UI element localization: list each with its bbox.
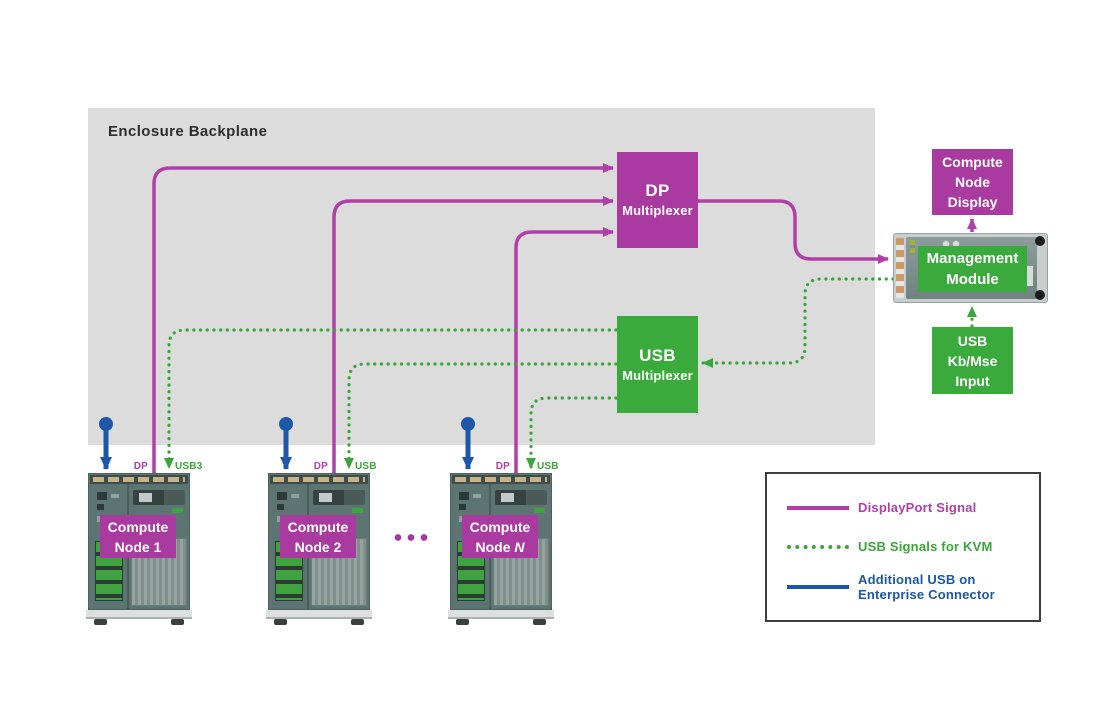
node-n-connector-row [452,475,550,484]
usb-multiplexer-subtitle: Multiplexer [622,367,693,383]
node2-usb-port-label: USB [355,461,377,472]
node2-label-line1: Compute [287,518,349,535]
kbmse-line1: USB [957,332,988,349]
management-module-connector-strip [896,238,904,298]
node-n-foot-right [533,619,546,625]
compute-node-n: DP USB Compute Node N [448,461,559,625]
node1-base-rail [86,610,192,619]
node-n-label-line1: Compute [469,518,531,535]
node-n-ssd [495,490,547,505]
management-module-label: Management Module [918,246,1027,292]
dp-line-mux-to-mgmt [698,199,889,264]
node1-foot-right [171,619,184,625]
legend-label-usb-kvm: USB Signals for KVM [858,539,993,554]
dp-multiplexer-box: DP Multiplexer [617,152,698,248]
node-n-base-rail [448,610,554,619]
kbmse-line2: Kb/Mse [947,352,998,369]
node2-foot-right [351,619,364,625]
node1-label-line2: Node 1 [114,538,162,555]
dp-line-node2 [332,196,614,473]
legend-item-usb-kvm: USB Signals for KVM [787,539,993,554]
dp-line-node1 [152,163,614,473]
usb-line-mgmt-to-mux [701,277,895,368]
management-module-line1: Management [926,250,1019,267]
usb-line-node-n [526,396,618,470]
compute-node-display-box: Compute Node Display [932,149,1013,215]
node1-connector-row [90,475,188,484]
legend-swatch-additional-usb [787,585,849,589]
node-n-foot-left [456,619,469,625]
backplane-title: Enclosure Backplane [108,123,268,140]
node1-dp-port-label: DP [133,461,148,472]
management-module-line2: Module [946,271,999,288]
usb-multiplexer-box: USB Multiplexer [617,316,698,413]
usb-multiplexer-title: USB [639,345,676,365]
legend-label-additional-usb-line2: Enterprise Connector [858,587,995,602]
usb-line-node2 [344,362,618,470]
compute-node-2: DP USB Compute Node 2 [266,461,377,625]
management-module-leds [910,240,915,254]
legend-swatch-usb-kvm [787,544,849,549]
node2-label-line2: Node 2 [294,538,342,555]
node1-foot-left [94,619,107,625]
legend-swatch-displayport [787,505,849,510]
legend-label-displayport: DisplayPort Signal [858,500,977,515]
node2-ssd [313,490,365,505]
thumbscrew-top [1035,236,1045,246]
node2-chip [352,508,363,513]
node-n-label-line2: Node N [475,538,525,555]
thumbscrew-bottom [1035,290,1045,300]
legend-item-displayport: DisplayPort Signal [787,500,976,515]
usb-line-node1 [164,328,618,470]
more-nodes-ellipsis [394,534,430,541]
node1-label: Compute Node 1 [100,515,176,558]
node1-label-line1: Compute [107,518,169,535]
display-box-line1: Compute [942,154,1003,170]
legend: DisplayPort Signal USB Signals for KVM A… [765,472,1041,622]
node1-chip [172,508,183,513]
display-box-line2: Node [955,174,990,190]
dp-line-node-n [514,227,614,473]
node2-base-rail [266,610,372,619]
node-n-chip [534,508,545,513]
dp-multiplexer-title: DP [645,181,670,200]
node2-connector-row [270,475,368,484]
management-module-ports [942,240,960,247]
node-n-dp-port-label: DP [495,461,510,472]
legend-label-additional-usb: Additional USB on Enterprise Connector [858,572,995,602]
node2-label: Compute Node 2 [280,515,356,558]
display-box-line3: Display [947,194,998,210]
usb-kbmse-input-box: USB Kb/Mse Input [932,327,1013,394]
node-n-usb-port-label: USB [537,461,559,472]
legend-item-additional-usb: Additional USB on Enterprise Connector [787,572,995,602]
dp-multiplexer-subtitle: Multiplexer [622,203,693,218]
enclosure-backplane: Enclosure Backplane [88,108,875,445]
node1-usb-port-label: USB3 [175,461,203,472]
kbmse-line3: Input [955,372,990,389]
compute-node-1: DP USB3 Compute Node 1 [86,461,202,625]
node2-dp-port-label: DP [313,461,328,472]
node2-foot-left [274,619,287,625]
node-n-label: Compute Node N [462,515,538,558]
node1-ssd [133,490,185,505]
legend-label-additional-usb-line1: Additional USB on [858,572,976,587]
